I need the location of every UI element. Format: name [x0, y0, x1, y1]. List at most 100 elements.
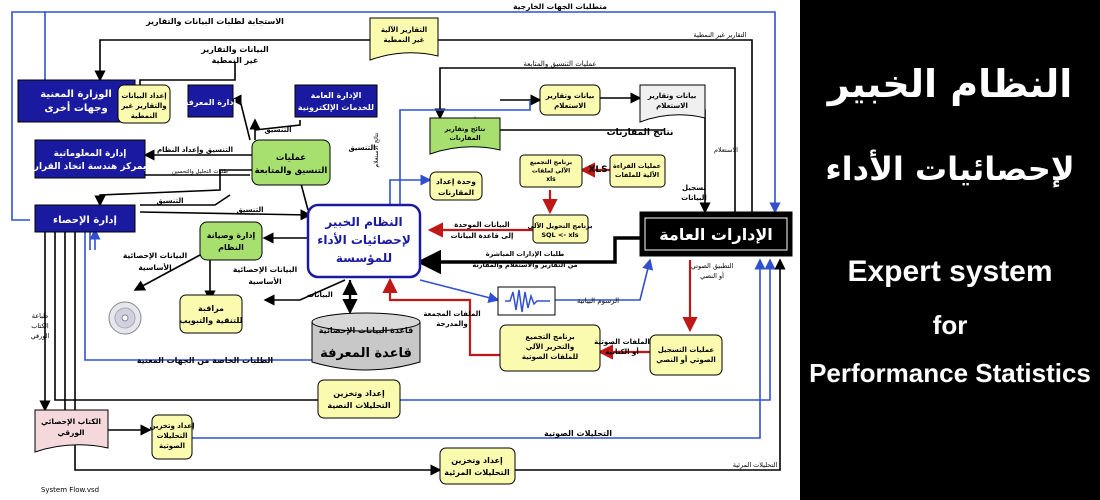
auto-read-label-line2: الآلية للملفات	[615, 170, 659, 179]
knowledge-dept-box	[187, 84, 234, 118]
special-req-label: الطلبات الخاصة من الجهات المعنية	[137, 356, 274, 365]
coord-prep-label: التنسيق وإعداد النظام	[157, 146, 233, 154]
visual-analysis-label-line1: إعداد وتخزين	[451, 456, 503, 465]
compare-results-lbl: نتائج المقارنات	[607, 128, 674, 138]
coordination3-label: التنسيق	[156, 197, 183, 205]
auto-read-label-line1: عمليات القراءة	[613, 162, 661, 170]
unified-data-label-line1: البيانات الموحدة	[454, 221, 509, 229]
usage-reports-label-line1: بيانات وتقارير	[647, 92, 697, 100]
query-label: الاستعلام	[714, 146, 738, 154]
collect-prog-label-line2: الآلي لملفات	[532, 167, 570, 175]
disc-icon	[108, 301, 142, 335]
usage-data-label-line1: بيانات وتقارير	[545, 92, 595, 100]
prep-data-label-line1: إعداد البيانات	[121, 92, 166, 100]
response-req-label: الاستجابة لطلبات البيانات والتقارير	[145, 17, 284, 26]
expert-label-line1: النظام الخبير	[324, 215, 402, 230]
coordination1-label: التنسيق	[264, 126, 291, 134]
audio-files-label-line2: أو الكتابية	[605, 347, 639, 356]
title-panel: النظام الخبير لإحصائيات الأداء Expert sy…	[800, 0, 1100, 500]
visual-analysis-box	[439, 447, 516, 485]
usage-data-box	[539, 84, 601, 116]
file-label: System Flow.vsd	[41, 486, 99, 494]
audio-record-label-line1: عمليات التسجيل	[658, 346, 715, 354]
general-admins-label: الإدارات العامة	[659, 225, 773, 244]
egov-dept-label-line1: الإدارة العامة	[311, 91, 362, 100]
stats-dept-label: إدارة الإحصاء	[53, 215, 117, 226]
periodic-reports-label: التقارير غير النمطية	[694, 31, 747, 39]
monitor-box	[179, 294, 243, 334]
audio-text-label-line1: التطبيق الصوتي	[691, 262, 734, 270]
stats-dept-box	[34, 204, 136, 233]
expert-label-line3: للمؤسسة	[336, 251, 392, 266]
coord-ops-box	[251, 139, 331, 186]
audio-collect-label-line1: برنامج التجميع	[525, 333, 575, 341]
audio-record-box	[649, 334, 723, 376]
auto-reports-label-line2: غير النمطية	[384, 36, 425, 44]
title-en-line3: Performance Statistics	[809, 358, 1091, 388]
auto-reports-label-line1: التقارير الآلية	[381, 25, 427, 34]
visual-analysis-label-line2: التحليلات المرئية	[444, 468, 510, 477]
admin-maint-box	[199, 221, 263, 261]
paper-book-label-line2: الورقي	[58, 428, 85, 437]
text-analysis-label-line1: إعداد وتخزين	[333, 389, 385, 398]
data-reports-nonstd-label-line1: البيانات والتقارير	[200, 45, 269, 54]
audio-collect-box	[499, 324, 601, 372]
usage-reports-label-line2: الاستعلام	[656, 102, 688, 110]
auto-read-box	[609, 154, 666, 188]
usage-data-label-line2: الاستعلام	[554, 102, 586, 110]
title-en-line1: Expert system	[847, 255, 1053, 288]
compare-unit-label-line2: المقارنات	[438, 188, 474, 197]
text-analysis-box	[317, 379, 401, 419]
knowledge-base-label: قاعدة المعرفة	[320, 346, 412, 361]
paper-print-label-line1: طباعة	[32, 312, 48, 320]
graph-wave-icon	[505, 289, 550, 313]
title-ar-line1: النظام الخبير	[827, 62, 1073, 106]
audio-collect-label-line3: للملفات الصوتية	[522, 353, 579, 361]
monitor-label-line1: مراقبة	[198, 304, 224, 313]
title-ar-line2: لإحصائيات الأداء	[825, 150, 1075, 188]
compare-results-doc	[429, 117, 501, 155]
title-en-line2: for	[932, 310, 968, 340]
convert-prog-label-line1: برنامج التحويل الآلي	[527, 221, 592, 230]
paper-book-label-line1: الكتاب الإحصائي	[41, 417, 101, 426]
collect-prog-box	[519, 154, 583, 188]
admin-maint-label-line1: إدارة وصيانة	[207, 231, 256, 240]
monitor-label-line2: للتنقية والتبويب	[179, 316, 242, 325]
stat-data-basic2-label-line1: البيانات الإحصائية	[233, 265, 297, 274]
visual-analytics-label: التحليلات المرئية	[733, 461, 778, 469]
admin-maint-label-line2: النظام	[218, 243, 244, 252]
auto-reports-doc	[369, 17, 439, 61]
collected-files-label-line1: الملفات المجمعة	[423, 310, 480, 318]
ministry-label-line2: وجهات أخرى	[44, 101, 107, 114]
data-reports-nonstd-label-line2: غير النمطية	[212, 56, 259, 65]
paper-print-label-line3: الورقي	[31, 332, 50, 340]
direct-req-label-line2: من التقارير والاستعلام والمقارنة	[472, 261, 577, 269]
prep-data-label-line2: والتقارير غير	[120, 102, 166, 110]
expert-label-line2: لإحصائيات الأداء	[317, 232, 411, 247]
audio-analysis-label-line2: التحليلات	[157, 432, 188, 440]
paper-book-doc	[34, 409, 109, 453]
text-analysis-label-line2: التحليلات النصية	[327, 401, 390, 410]
prep-data-box	[117, 84, 171, 124]
stat-data-basic1-label-line2: الأساسية	[138, 263, 171, 272]
prep-data-label-line3: النمطية	[131, 112, 158, 120]
convert-prog-box	[532, 214, 589, 244]
collect-prog-label-line1: برنامج التجميع	[530, 159, 572, 166]
egov-dept-box	[294, 84, 378, 118]
knowledge-base-top-label: قاعدة البيانات الإحصائية	[319, 326, 413, 335]
compare-vert-label: نتائج الاستعلام	[373, 132, 380, 167]
xls-label: XLS	[588, 165, 607, 175]
knowledge-dept-label: إدارة المعرفة	[184, 98, 237, 107]
external-req-label: متطلبات الجهات الخارجية	[513, 2, 607, 11]
audio-analysis-label-line1: إعداد وتخزين	[150, 422, 195, 430]
usage-reports-doc	[639, 84, 706, 123]
unified-data-label-line2: إلى قاعدة البيانات	[451, 232, 514, 240]
info-dept-box	[34, 139, 146, 179]
compare-results-label-line1: نتائج وتقارير	[444, 125, 486, 133]
knowledge-base-cylinder	[311, 312, 421, 371]
egov-dept-label-line2: للخدمات الإلكترونية	[298, 103, 374, 112]
audio-text-label-line2: أو النصي	[700, 271, 724, 280]
register-data-label-line2: البيانات	[681, 194, 707, 202]
graphs-label: الرسوم البيانية	[577, 297, 619, 305]
